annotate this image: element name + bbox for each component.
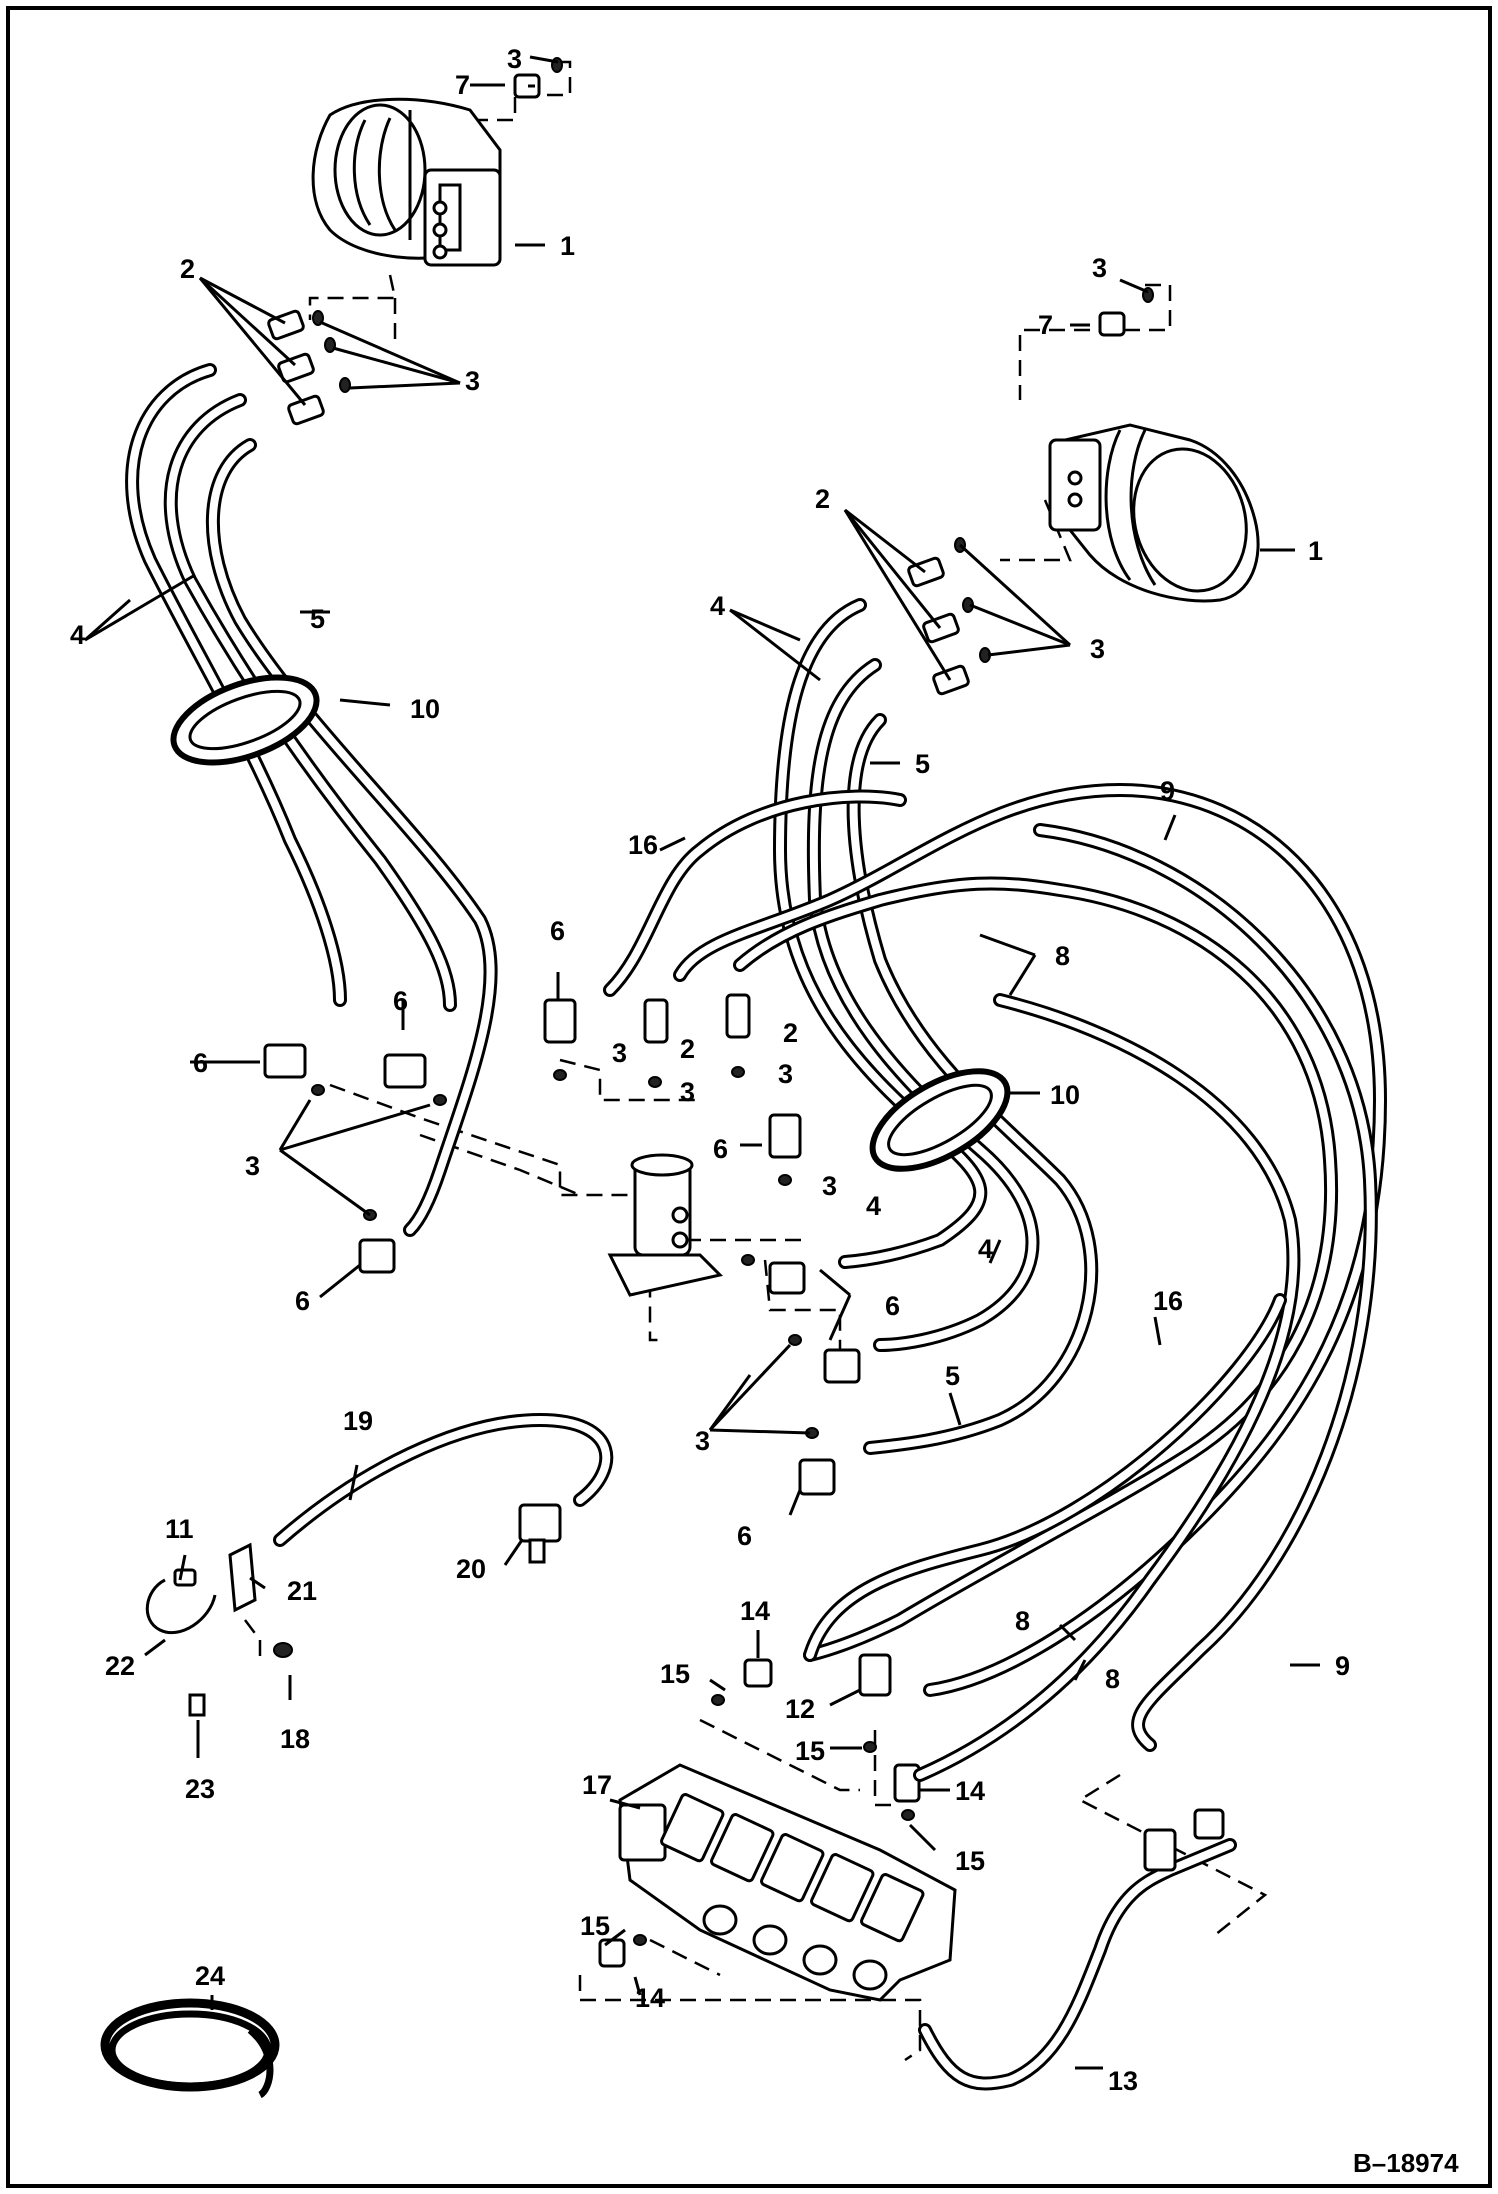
control-valve	[618, 1763, 957, 2002]
callout-6: 6	[713, 1134, 728, 1164]
travel-motor-right	[1048, 423, 1260, 603]
callout-6: 6	[885, 1291, 900, 1321]
callout-6: 6	[550, 916, 565, 946]
callout-8: 8	[1015, 1606, 1030, 1636]
callout-5: 5	[310, 604, 325, 634]
callout-1: 1	[560, 231, 575, 261]
callout-6: 6	[193, 1048, 208, 1078]
callout-15: 15	[955, 1846, 985, 1876]
callout-6: 6	[393, 986, 408, 1016]
callout-10: 10	[1050, 1080, 1080, 1110]
callout-12: 12	[785, 1694, 815, 1724]
leader-lines	[84, 55, 1320, 2070]
callout-14: 14	[740, 1596, 770, 1626]
callout-17: 17	[582, 1770, 612, 1800]
callout-2: 2	[783, 1018, 798, 1048]
callout-3: 3	[695, 1426, 710, 1456]
callout-2: 2	[180, 254, 195, 284]
callout-23: 23	[185, 1774, 215, 1804]
callout-5: 5	[915, 749, 930, 779]
callout-4: 4	[710, 591, 725, 621]
callout-5: 5	[945, 1361, 960, 1391]
callout-3: 3	[245, 1151, 260, 1181]
callout-6: 6	[295, 1286, 310, 1316]
callout-8: 8	[1055, 941, 1070, 971]
callout-15: 15	[795, 1736, 825, 1766]
callout-9: 9	[1335, 1651, 1350, 1681]
callout-3: 3	[680, 1077, 695, 1107]
callout-14: 14	[955, 1776, 985, 1806]
callout-10: 10	[410, 694, 440, 724]
assembly-dash-lines	[244, 60, 1268, 2062]
drawing-reference-code: B–18974	[1353, 2148, 1459, 2178]
callout-16: 16	[1153, 1286, 1183, 1316]
travel-motor-left	[311, 97, 502, 267]
callout-24: 24	[195, 1961, 225, 1991]
callout-13: 13	[1108, 2066, 1138, 2096]
callout-4: 4	[978, 1234, 993, 1264]
callout-15: 15	[580, 1911, 610, 1941]
callout-19: 19	[343, 1406, 373, 1436]
callout-3: 3	[1090, 634, 1105, 664]
callout-8: 8	[1105, 1664, 1120, 1694]
callout-14: 14	[635, 1983, 665, 2013]
callout-labels: 3 7 1 2 3 3 7 1 2 3 4 5 10 4 5 9 16 8 6 …	[70, 44, 1350, 2096]
callout-9: 9	[1160, 776, 1175, 806]
callout-2: 2	[680, 1034, 695, 1064]
callout-2: 2	[815, 484, 830, 514]
callout-3: 3	[507, 44, 522, 74]
callout-1: 1	[1308, 536, 1323, 566]
callout-18: 18	[280, 1724, 310, 1754]
hose-guards	[170, 674, 1011, 1172]
hoses	[125, 363, 1387, 2091]
callout-4: 4	[70, 620, 85, 650]
fittings	[263, 57, 1154, 1968]
callout-3: 3	[465, 366, 480, 396]
callout-15: 15	[660, 1659, 690, 1689]
bracket-parts	[145, 1503, 1225, 1872]
callout-6: 6	[737, 1521, 752, 1551]
callout-16: 16	[628, 830, 658, 860]
callout-7: 7	[455, 70, 470, 100]
hose-coil	[100, 1998, 280, 2099]
callout-3: 3	[1092, 253, 1107, 283]
callout-11: 11	[165, 1514, 194, 1544]
callout-21: 21	[287, 1576, 317, 1606]
callout-3: 3	[612, 1038, 627, 1068]
callout-22: 22	[105, 1651, 135, 1681]
callout-3: 3	[822, 1171, 837, 1201]
callout-3: 3	[778, 1059, 793, 1089]
callout-4: 4	[866, 1191, 881, 1221]
callout-20: 20	[456, 1554, 486, 1584]
callout-7: 7	[1038, 310, 1053, 340]
